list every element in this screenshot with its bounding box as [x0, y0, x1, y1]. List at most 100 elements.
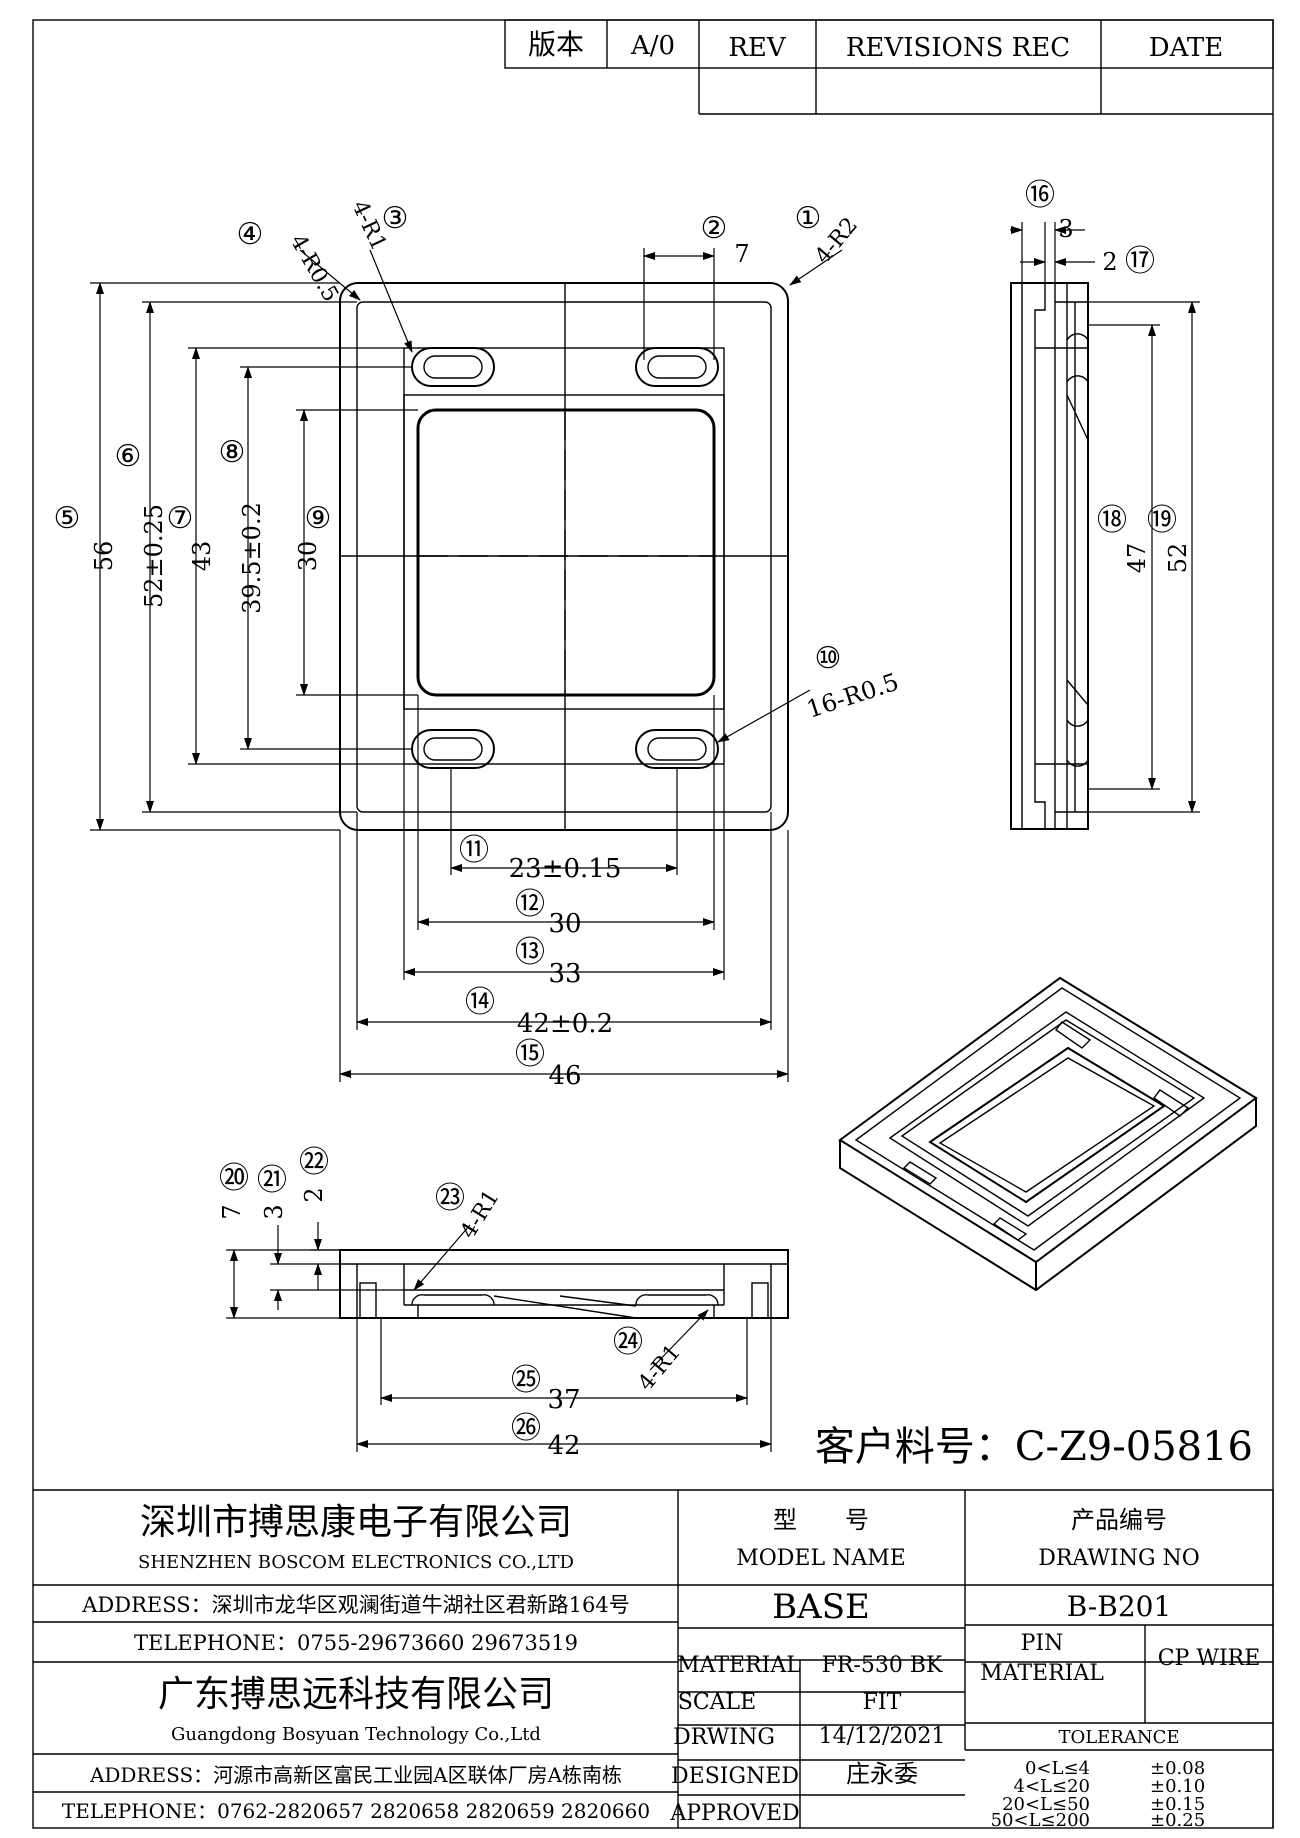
slot-bottom-right: [635, 729, 719, 769]
dim-23-tol: 23±0.15: [509, 854, 622, 884]
isometric-view: [838, 976, 1258, 1292]
company2-telephone: TELEPHONE：0762-2820657 2820658 2820659 2…: [62, 1799, 650, 1823]
dim-42-front: 42: [547, 1431, 580, 1461]
dim-42-tol: 42±0.2: [517, 1009, 613, 1039]
tolerance-range-4: 50<L≤200: [991, 1810, 1090, 1831]
tolerance-range-1: 0<L≤4: [1025, 1758, 1090, 1779]
callout-25: ㉕: [511, 1363, 541, 1398]
tolerance-range-3: 20<L≤50: [1002, 1794, 1090, 1815]
callout-14: ⑭: [465, 985, 495, 1020]
model-value: BASE: [772, 1587, 870, 1627]
callout-11: ⑪: [459, 833, 489, 868]
dim-43: 43: [188, 541, 216, 572]
drawing-no-label-cn: 产品编号: [1071, 1506, 1167, 1534]
callout-13: ⑬: [515, 935, 545, 970]
dim-47: 47: [1123, 543, 1151, 574]
title-block: [33, 1489, 1274, 1828]
slot-top-left: [411, 347, 495, 387]
tolerance-value-3: ±0.15: [1150, 1794, 1205, 1815]
front-view: [226, 1222, 789, 1452]
callout-17: ⑰: [1125, 244, 1155, 279]
approved-label: APPROVED: [669, 1801, 799, 1826]
slot-top-right: [635, 347, 719, 387]
side-view: [1010, 222, 1200, 830]
callout-12: ⑫: [515, 887, 545, 922]
dim-2-side: 2: [1102, 248, 1117, 276]
drawing-date: 14/12/2021: [819, 1724, 946, 1749]
dim-7-top: 7: [734, 240, 749, 268]
tolerance-range-2: 4<L≤20: [1014, 1776, 1090, 1797]
callout-6: ⑥: [115, 439, 142, 474]
dim-46: 46: [548, 1061, 581, 1091]
customer-part-number: 客户料号：C-Z9-05816: [815, 1424, 1253, 1470]
designed-value: 庄永委: [846, 1760, 918, 1788]
callout-10: ⑩: [815, 641, 842, 676]
dim-39-5-tol: 39.5±0.2: [238, 502, 266, 614]
company1-name-cn: 深圳市搏思康电子有限公司: [140, 1502, 572, 1543]
model-label-en: MODEL NAME: [736, 1546, 906, 1571]
designed-label: DESIGNED: [671, 1764, 799, 1789]
callout-5: ⑤: [54, 501, 81, 536]
callout-26: ㉖: [511, 1411, 541, 1446]
dim-30-horiz: 30: [548, 909, 581, 939]
dim-52-tol: 52±0.25: [140, 504, 168, 608]
dim-33: 33: [548, 959, 581, 989]
callout-21: ㉑: [257, 1163, 287, 1198]
callout-15: ⑮: [515, 1037, 545, 1072]
top-view: [90, 248, 843, 1082]
dim-7-front: 7: [218, 1204, 246, 1219]
model-label-cn: 型 号: [773, 1506, 869, 1534]
company2-name-en: Guangdong Bosyuan Technology Co.,Ltd: [171, 1724, 541, 1745]
scale-value: FIT: [863, 1690, 902, 1715]
callout-1: ①: [795, 201, 822, 236]
callout-20: ⑳: [219, 1161, 249, 1196]
dim-16-r0-5: 16-R0.5: [803, 668, 902, 724]
callout-8: ⑧: [219, 435, 246, 470]
version-label: 版本: [528, 28, 584, 61]
tolerance-value-1: ±0.08: [1150, 1758, 1205, 1779]
company2-name-cn: 广东搏思远科技有限公司: [158, 1674, 554, 1715]
dim-56: 56: [90, 541, 118, 572]
company1-address: ADDRESS：深圳市龙华区观澜街道牛湖社区君新路164号: [81, 1593, 629, 1617]
tolerance-label: TOLERANCE: [1058, 1727, 1179, 1748]
pin-material-value: CP WIRE: [1158, 1646, 1261, 1671]
dim-30-vert: 30: [294, 541, 322, 572]
dim-37: 37: [547, 1385, 580, 1415]
pin-material-label-2: MATERIAL: [980, 1661, 1104, 1686]
callout-16: ⑯: [1025, 178, 1055, 213]
dim-4-r0-5: 4-R0.5: [285, 231, 343, 307]
dim-3-front: 3: [260, 1204, 288, 1219]
dim-2-front: 2: [300, 1187, 328, 1202]
revision-table: 版本 A/0 REV REVISIONS REC DATE: [504, 19, 1274, 115]
dim-52-side: 52: [1164, 543, 1192, 574]
material-label: MATERIAL: [677, 1653, 801, 1678]
company1-telephone: TELEPHONE：0755-29673660 29673519: [134, 1631, 578, 1655]
scale-label: SCALE: [678, 1690, 756, 1715]
company1-name-en: SHENZHEN BOSCOM ELECTRONICS CO.,LTD: [138, 1552, 574, 1573]
drawing-no-label-en: DRAWING NO: [1038, 1546, 1200, 1571]
tolerance-value-4: ±0.25: [1150, 1810, 1205, 1831]
date-label: DATE: [1149, 33, 1224, 63]
version-value: A/0: [630, 31, 675, 61]
slot-bottom-left: [411, 729, 495, 769]
callout-22: ㉒: [299, 1145, 329, 1180]
tolerance-value-2: ±0.10: [1150, 1776, 1205, 1797]
callout-19: ⑲: [1147, 503, 1177, 538]
callout-2: ②: [701, 211, 728, 246]
callout-23: ㉓: [435, 1181, 465, 1216]
dim-3-side: 3: [1058, 215, 1073, 243]
material-value: FR-530 BK: [822, 1653, 943, 1678]
drawing-no-value: B-B201: [1067, 1590, 1172, 1623]
revisions-rec-label: REVISIONS REC: [846, 33, 1070, 63]
callout-24: ㉔: [613, 1325, 643, 1360]
company2-address: ADDRESS：河源市高新区富民工业园A区联体厂房A栋南栋: [89, 1763, 622, 1787]
rev-label: REV: [728, 33, 787, 63]
callout-3: ③: [382, 201, 409, 236]
callout-7: ⑦: [167, 501, 194, 536]
callout-9: ⑨: [305, 501, 332, 536]
pin-material-label-1: PIN: [1021, 1631, 1064, 1656]
callout-18: ⑱: [1097, 503, 1127, 538]
callout-4: ④: [237, 217, 264, 252]
